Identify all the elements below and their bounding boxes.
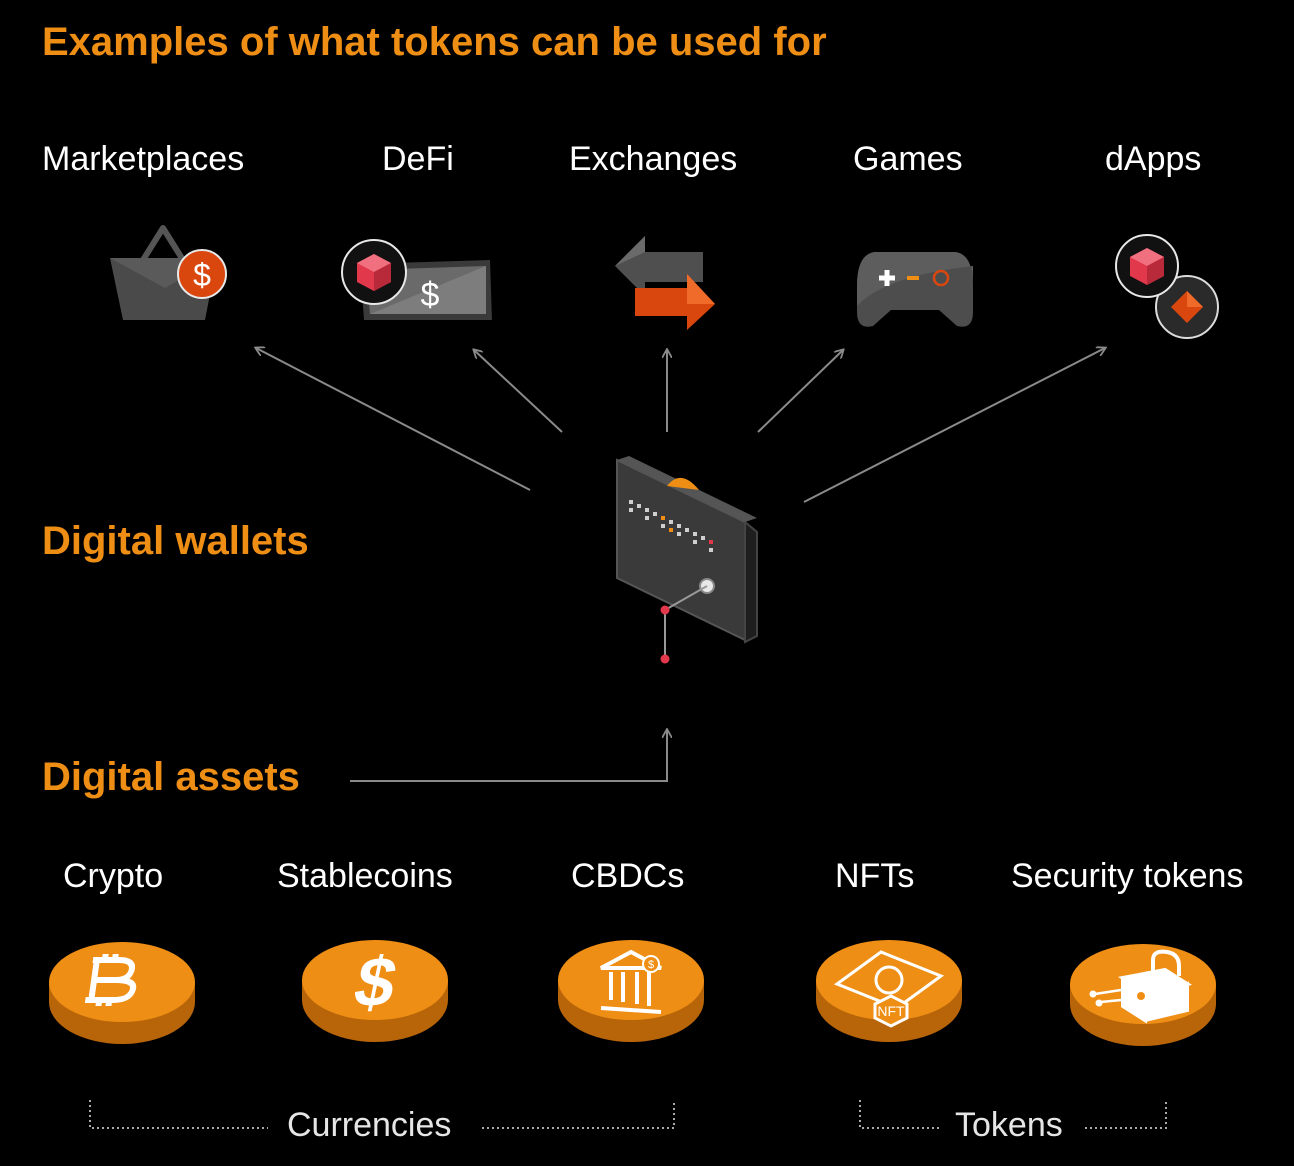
connector-to-games — [757, 350, 843, 433]
defi-banknote-icon: $ — [341, 239, 492, 320]
connector-to-dapps — [803, 348, 1105, 503]
svg-text:$: $ — [193, 257, 211, 293]
svg-text:NFT: NFT — [877, 1003, 905, 1019]
dapps-tokens-icon — [1115, 234, 1219, 339]
use-label-defi: DeFi — [382, 140, 454, 178]
asset-label-nfts: NFTs — [835, 857, 915, 895]
exchange-arrows-icon — [615, 236, 715, 330]
group-label-currencies: Currencies — [287, 1106, 452, 1144]
tokens-bracket-right — [1085, 1100, 1167, 1129]
nft-coin-icon: NFT — [816, 940, 962, 1042]
assets-heading: Digital assets — [42, 755, 300, 799]
group-label-tokens: Tokens — [955, 1106, 1063, 1144]
svg-text:$: $ — [421, 276, 440, 314]
dollar-coin-icon: $ — [302, 940, 448, 1042]
bitcoin-coin-icon — [49, 942, 195, 1044]
currencies-bracket-left — [89, 1100, 268, 1129]
lock-coin-icon — [1070, 944, 1216, 1046]
use-label-games: Games — [853, 140, 963, 178]
use-label-marketplaces: Marketplaces — [42, 140, 245, 178]
currencies-bracket-right — [482, 1100, 675, 1129]
connector-assets-to-wallet — [350, 730, 667, 782]
connector-to-marketplaces — [256, 348, 531, 491]
tokens-bracket-left — [859, 1100, 942, 1129]
gamepad-icon — [857, 252, 973, 327]
wallet-icon — [616, 456, 758, 664]
asset-label-crypto: Crypto — [63, 857, 164, 895]
use-label-exchanges: Exchanges — [569, 140, 738, 178]
shopping-basket-icon: $ — [110, 225, 227, 320]
bank-coin-icon: $ — [558, 940, 704, 1042]
page-title: Examples of what tokens can be used for — [42, 20, 827, 64]
asset-label-security-tokens: Security tokens — [1011, 857, 1244, 895]
svg-text:$: $ — [648, 959, 654, 971]
use-label-dapps: dApps — [1105, 140, 1202, 178]
connector-to-defi — [474, 350, 563, 433]
asset-label-cbdcs: CBDCs — [571, 857, 685, 895]
asset-label-stablecoins: Stablecoins — [277, 857, 453, 895]
wallets-heading: Digital wallets — [42, 519, 309, 563]
